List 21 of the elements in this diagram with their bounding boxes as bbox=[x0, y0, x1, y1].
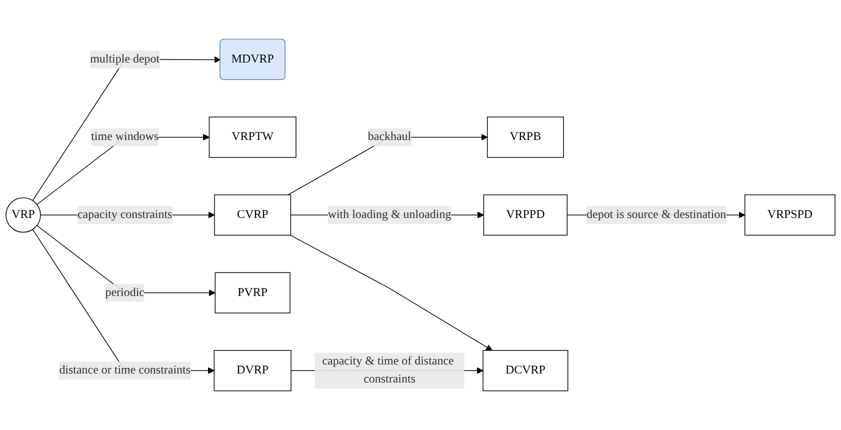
node-circle: VRP bbox=[6, 197, 41, 233]
node-box: CVRP bbox=[214, 194, 292, 236]
node-box: VRPPD bbox=[483, 194, 568, 236]
node-box: PVRP bbox=[214, 272, 290, 314]
node-box: DVRP bbox=[214, 350, 292, 392]
node-box: VRPB bbox=[486, 116, 564, 158]
node-box: DCVRP bbox=[482, 350, 568, 392]
edge-label: capacity constraints bbox=[77, 208, 172, 221]
edge-label: with loading & unloading bbox=[328, 208, 452, 221]
arrow bbox=[32, 56, 221, 201]
edge-label: depot is source & destination bbox=[586, 208, 726, 221]
edge-label: multiple depot bbox=[90, 52, 160, 66]
node-box: VRPSPD bbox=[744, 194, 836, 236]
arrow bbox=[32, 229, 214, 374]
edge-label: distance or time constraints bbox=[59, 364, 191, 377]
edge-label: periodic bbox=[105, 286, 144, 299]
arrow bbox=[290, 234, 492, 351]
node-box: VRPTW bbox=[208, 116, 296, 158]
edge-label: capacity & time of distance constraints bbox=[322, 354, 454, 386]
edge-label: time windows bbox=[91, 130, 159, 144]
edge-label: backhaul bbox=[368, 130, 412, 144]
